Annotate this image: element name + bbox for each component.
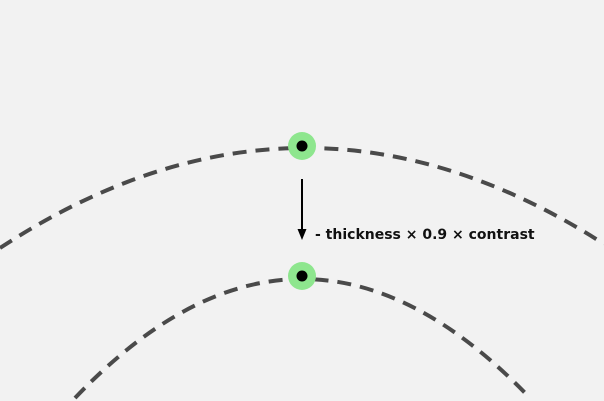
offset-formula-label: - thickness × 0.9 × contrast xyxy=(315,227,535,243)
outer-marker-dot xyxy=(296,140,308,152)
offset-arrow-head xyxy=(297,229,307,240)
outer-point-marker xyxy=(288,132,316,160)
inner-point-marker xyxy=(288,262,316,290)
inner-marker-dot xyxy=(296,270,308,282)
